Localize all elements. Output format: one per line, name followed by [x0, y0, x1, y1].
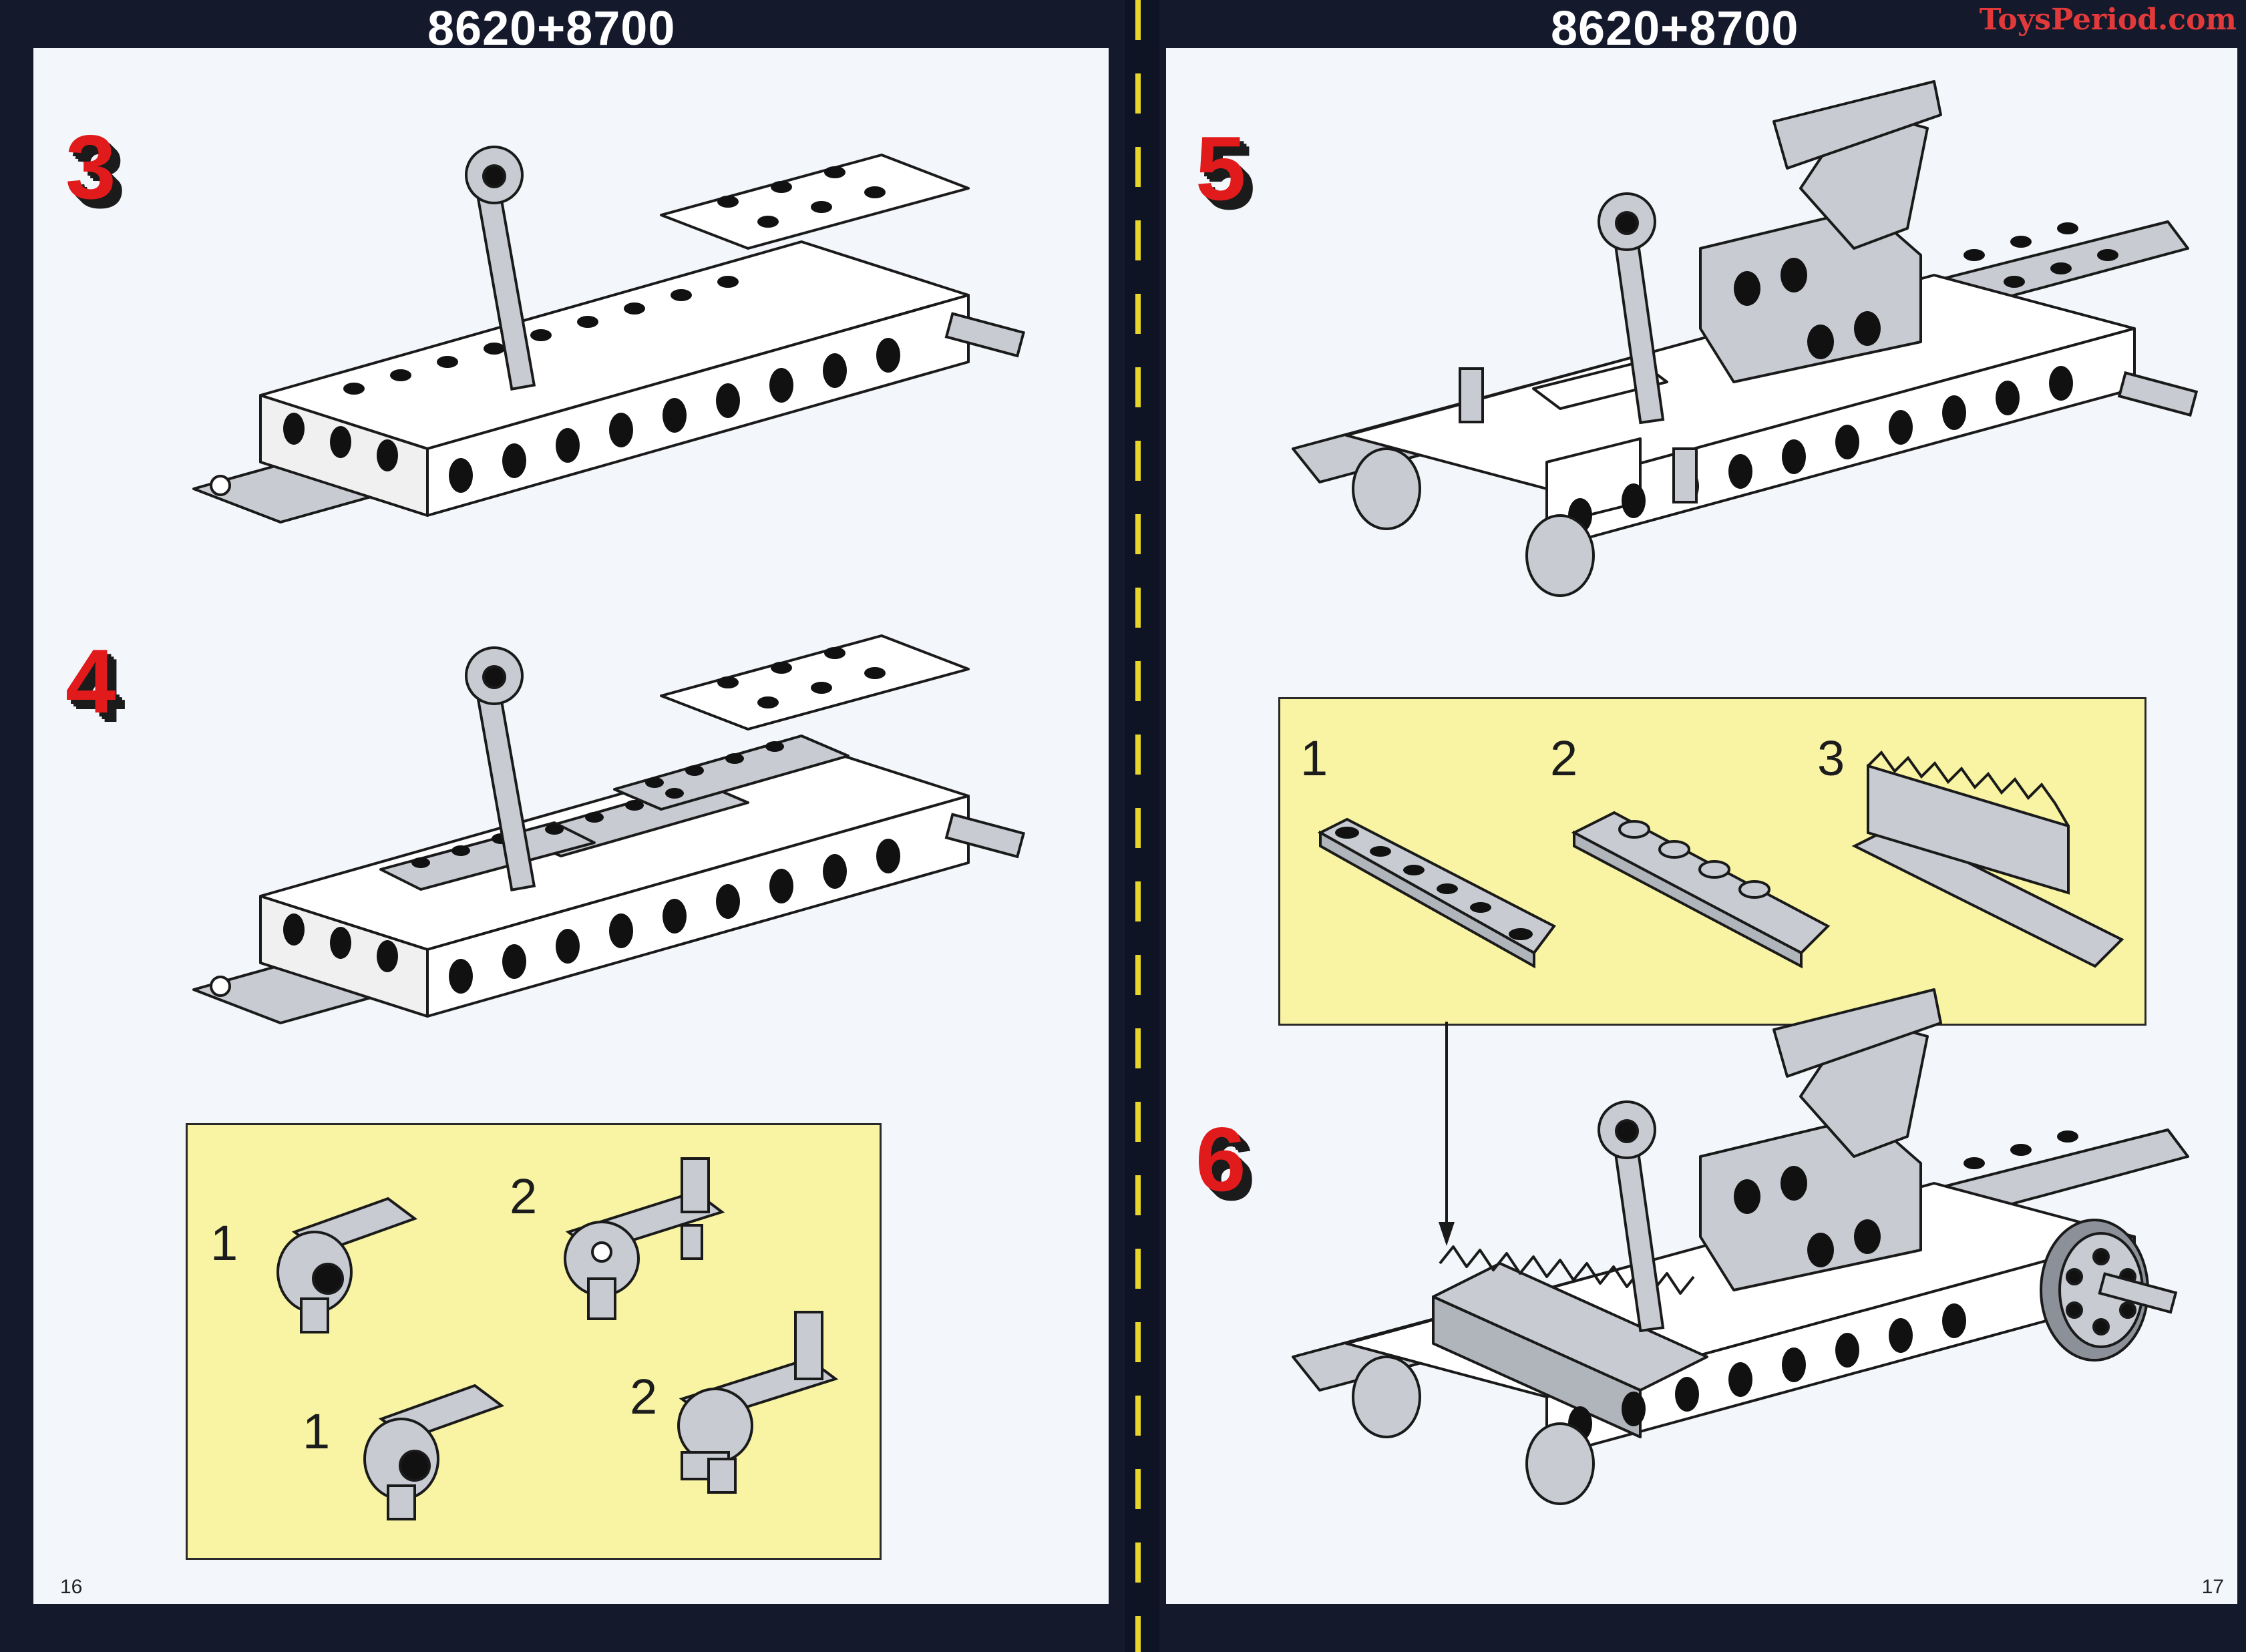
parts-callout-left: 1 2 1 2 [186, 1123, 882, 1560]
callout-label-3: 3 [1817, 731, 1845, 786]
step-3-assembly-illustration [192, 146, 1026, 524]
angle-connector-part-1b [363, 1384, 505, 1520]
page-number-left: 16 [60, 1576, 83, 1598]
callout-label-2: 2 [1550, 731, 1578, 786]
step-number-6: 6 [1195, 1108, 1246, 1210]
angle-connector-part-2b [677, 1311, 839, 1494]
step-number-4: 4 [65, 630, 116, 732]
step-6-assembly-illustration [1292, 988, 2189, 1505]
gear-rack-part-3 [1851, 750, 2124, 968]
step-4-assembly-illustration [192, 634, 1026, 1024]
left-page-title: 8620+8700 [427, 2, 676, 55]
callout-arrow [1439, 1022, 1455, 1246]
callout-label-1a: 1 [210, 1215, 238, 1271]
page-number-right: 17 [2201, 1576, 2224, 1598]
step-5-assembly-illustration [1292, 80, 2199, 597]
callout-label-1: 1 [1300, 731, 1328, 786]
right-page: 5 [1166, 48, 2237, 1604]
technic-plate-with-holes-part-1 [1317, 817, 1557, 969]
step-number-5: 5 [1195, 118, 1246, 219]
angle-connector-part-1a [276, 1197, 418, 1333]
parts-callout-right: 1 2 3 [1278, 697, 2146, 1026]
right-page-title: 8620+8700 [1551, 2, 1799, 55]
callout-label-2b: 2 [630, 1369, 658, 1424]
callout-label-1b: 1 [303, 1404, 331, 1459]
angle-connector-part-2a [564, 1157, 725, 1320]
spine-stitch-line [1135, 0, 1141, 1652]
callout-label-2a: 2 [510, 1169, 538, 1224]
watermark: ToysPeriod.com [1979, 3, 2237, 37]
step-number-3: 3 [65, 116, 116, 218]
booklet-spine [1125, 0, 1159, 1652]
technic-plate-with-studs-part-2 [1571, 811, 1831, 969]
left-page: 3 [33, 48, 1109, 1604]
